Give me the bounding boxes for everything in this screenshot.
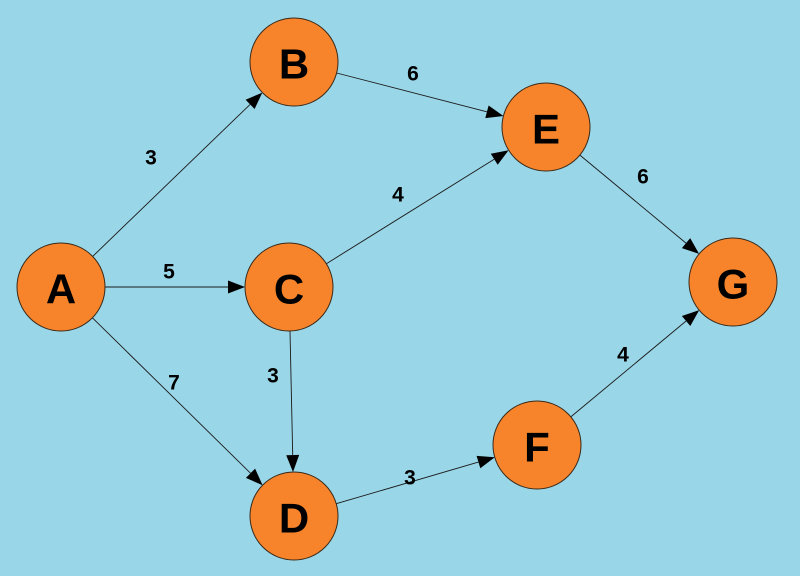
nodes-layer: A B C D E F G bbox=[16, 17, 778, 561]
edge-line bbox=[92, 317, 251, 474]
edge-weight-a-b: 3 bbox=[145, 147, 157, 170]
arrowhead-icon bbox=[490, 150, 509, 165]
edge-line bbox=[570, 320, 687, 418]
edge-e-g bbox=[579, 154, 700, 254]
node-circle bbox=[501, 82, 591, 172]
node-e: E bbox=[501, 82, 591, 172]
edge-a-b bbox=[92, 92, 263, 257]
edge-weight-a-d: 7 bbox=[168, 372, 180, 395]
node-c: C bbox=[244, 242, 334, 332]
arrowhead-icon bbox=[476, 455, 495, 469]
edge-line bbox=[92, 104, 251, 257]
arrowhead-icon bbox=[245, 92, 263, 109]
arrowhead-icon bbox=[245, 468, 263, 486]
node-a: A bbox=[16, 242, 106, 332]
node-label: B bbox=[279, 41, 309, 88]
node-g: G bbox=[688, 237, 778, 327]
edge-c-e bbox=[326, 150, 509, 265]
edge-weight-e-g: 6 bbox=[637, 166, 649, 189]
edge-weight-c-d: 3 bbox=[267, 365, 279, 388]
edge-weight-a-c: 5 bbox=[163, 261, 175, 284]
edge-line bbox=[289, 330, 294, 456]
edge-line bbox=[579, 154, 687, 244]
node-label: G bbox=[717, 261, 750, 308]
arrowhead-icon bbox=[681, 238, 700, 254]
node-circle bbox=[688, 237, 778, 327]
edge-b-e bbox=[336, 72, 504, 119]
node-d: D bbox=[249, 471, 339, 561]
edge-a-d bbox=[92, 317, 263, 486]
edge-weight-b-e: 6 bbox=[407, 63, 419, 86]
node-f: F bbox=[492, 400, 582, 490]
arrowhead-icon bbox=[485, 105, 504, 119]
edge-d-f bbox=[336, 455, 495, 505]
edge-weight-f-g: 4 bbox=[617, 344, 629, 367]
arrowhead-icon bbox=[286, 454, 300, 472]
edge-f-g bbox=[570, 310, 700, 418]
node-label: F bbox=[524, 424, 550, 471]
node-label: D bbox=[279, 495, 309, 542]
node-circle bbox=[492, 400, 582, 490]
edge-weights-layer: 3 5 7 6 4 3 3 6 4 bbox=[145, 63, 649, 490]
node-b: B bbox=[249, 17, 339, 107]
edge-line bbox=[336, 72, 488, 113]
edges-layer bbox=[92, 72, 700, 505]
node-circle bbox=[249, 17, 339, 107]
node-label: C bbox=[274, 266, 304, 313]
node-circle bbox=[244, 242, 334, 332]
edge-weight-c-e: 4 bbox=[392, 184, 404, 207]
edge-weight-d-f: 3 bbox=[404, 467, 416, 490]
node-circle bbox=[249, 471, 339, 561]
edge-c-d bbox=[286, 330, 300, 472]
node-circle bbox=[16, 242, 106, 332]
arrowhead-icon bbox=[228, 280, 245, 294]
node-label: A bbox=[46, 266, 76, 313]
edge-line bbox=[336, 461, 479, 505]
edge-line bbox=[326, 158, 495, 265]
edge-a-c bbox=[105, 280, 245, 294]
node-label: E bbox=[532, 106, 560, 153]
arrowhead-icon bbox=[681, 310, 700, 326]
